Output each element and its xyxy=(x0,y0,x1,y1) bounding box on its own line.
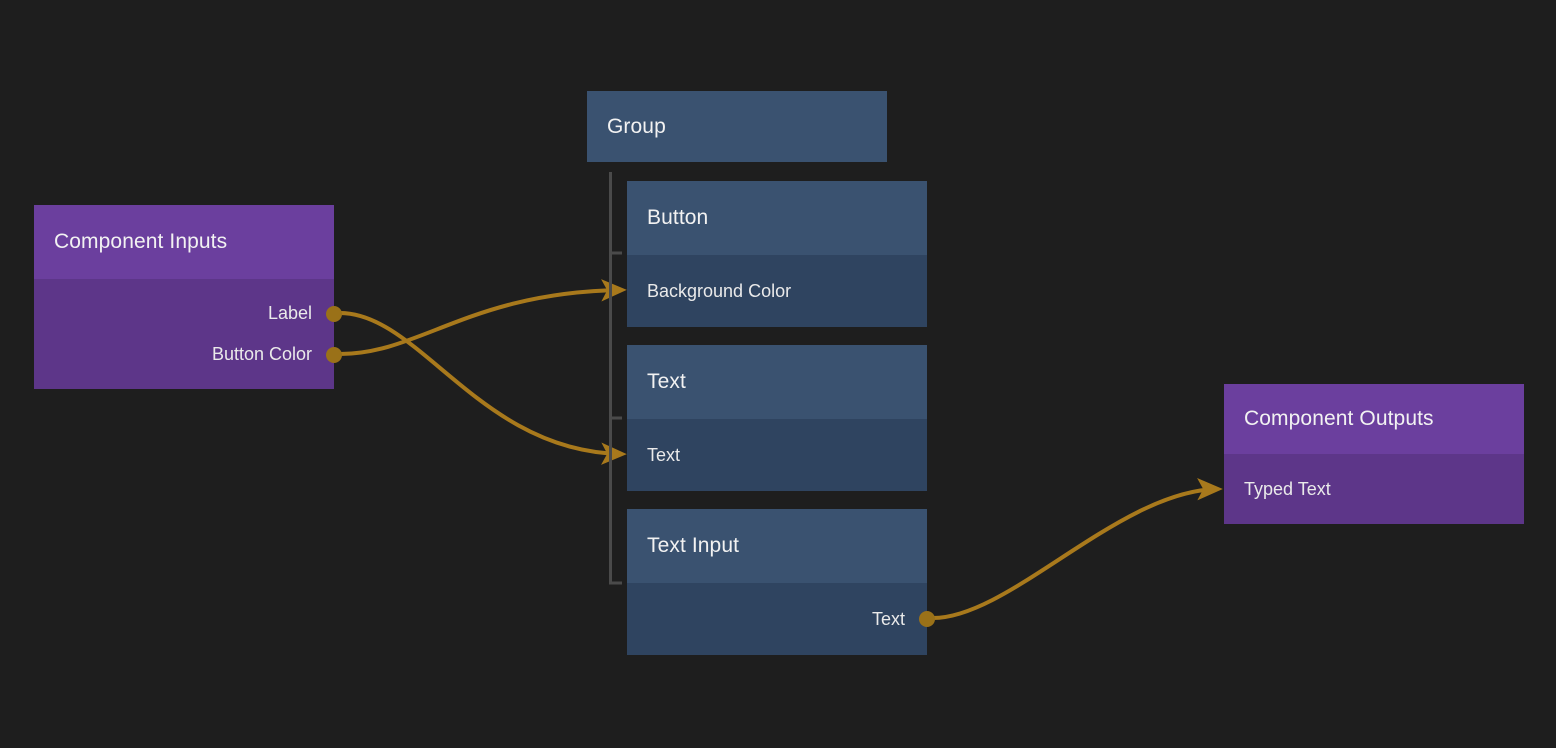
node-text-input-body: Text xyxy=(627,583,935,655)
node-component-outputs[interactable]: Component Outputs Typed Text xyxy=(1224,384,1524,524)
port-row-label[interactable]: Label xyxy=(34,293,342,334)
node-button-title: Button xyxy=(647,206,709,229)
port-label-background-color: Background Color xyxy=(647,280,792,301)
node-text-input-header: Text Input xyxy=(627,509,927,583)
node-text-input-title: Text Input xyxy=(647,534,740,557)
node-component-inputs[interactable]: Component Inputs Label Button Color xyxy=(34,205,342,389)
node-component-inputs-title: Component Inputs xyxy=(54,230,228,253)
port-label-text: Text xyxy=(647,444,681,465)
port-label-typed-text: Typed Text xyxy=(1244,478,1331,499)
node-component-inputs-body: Label Button Color xyxy=(34,279,342,389)
node-component-outputs-title: Component Outputs xyxy=(1244,407,1434,430)
node-text[interactable]: Text Text xyxy=(627,345,927,491)
node-text-header: Text xyxy=(627,345,927,419)
node-text-body: Text xyxy=(627,419,927,491)
edge-text-to-typed-text xyxy=(932,478,1223,620)
node-text-title: Text xyxy=(647,370,686,393)
node-component-outputs-header: Component Outputs xyxy=(1224,384,1524,454)
node-button-body: Background Color xyxy=(627,255,927,327)
edge-button-color-to-background-color xyxy=(339,279,627,356)
port-row-button-color[interactable]: Button Color xyxy=(34,334,342,375)
port-label-button-color: Button Color xyxy=(211,344,312,364)
node-group-header: Group xyxy=(587,91,887,162)
port-row-typed-text[interactable]: Typed Text xyxy=(1224,469,1524,510)
node-button[interactable]: Button Background Color xyxy=(627,181,927,327)
port-dot-text-output[interactable] xyxy=(919,611,935,627)
node-text-input[interactable]: Text Input Text xyxy=(627,509,935,655)
port-dot-label[interactable] xyxy=(326,305,342,322)
node-component-inputs-header: Component Inputs xyxy=(34,205,334,279)
port-row-text-output[interactable]: Text xyxy=(627,599,935,640)
node-group[interactable]: Group xyxy=(587,91,887,162)
port-row-text[interactable]: Text xyxy=(627,435,927,476)
node-group-title: Group xyxy=(607,114,666,138)
port-row-background-color[interactable]: Background Color xyxy=(627,271,927,312)
edge-label-to-text xyxy=(339,311,627,465)
port-label-label: Label xyxy=(267,303,312,323)
port-dot-button-color[interactable] xyxy=(326,346,342,363)
node-component-outputs-body: Typed Text xyxy=(1224,454,1524,524)
port-label-text-output: Text xyxy=(871,608,905,629)
node-button-header: Button xyxy=(627,181,927,255)
